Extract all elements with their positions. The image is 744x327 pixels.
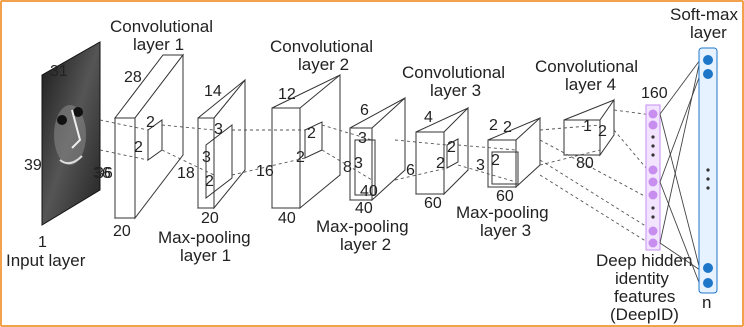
conv2-label-line1: Convolutional [270,37,373,56]
conv1-height: 36 [95,165,113,182]
conv2-label-line2: layer 2 [298,55,349,74]
conv3-label-line1: Convolutional [402,63,505,82]
pool3-height: 3 [476,157,485,174]
pool3-k2: 2 [491,152,500,169]
conv2-kernel-b: 2 [296,149,305,166]
pool3-k1: 2 [503,119,512,136]
conv4-kernel-b: 2 [598,123,607,140]
softmax-label-line2: layer [690,23,727,42]
conv1-kernel-b: 2 [134,139,143,156]
conv2-depth: 40 [278,210,296,227]
deepid-label-line1: Deep hidden [596,251,692,270]
conv2-width: 12 [278,86,296,103]
pool2-k2: 3 [354,155,363,172]
deepid-label-line3: features [614,287,675,306]
pool1-k2: 3 [202,149,211,166]
conv4-label-line1: Convolutional [535,57,638,76]
conv3-kernel-b: 2 [436,155,445,172]
pool2-k1: 3 [358,130,367,147]
pool2-depth: 40 [355,200,373,217]
pool1-label-line1: Max-pooling [158,228,251,247]
deepid-label-line4: (DeepID) [610,305,679,324]
conv4-depth: 80 [576,155,594,172]
input-channel-label: 1 [38,234,47,251]
deepid-size: 160 [641,85,668,102]
input-height-label: 39 [24,157,42,174]
pool3-label-line1: Max-pooling [456,203,549,222]
conv1-label-line2: layer 1 [133,35,184,54]
input-width-label: 31 [50,63,68,80]
conv3-depth: 60 [424,195,442,212]
pool3-width: 2 [489,117,498,134]
pool2-depth-inner: 40 [360,183,378,200]
pool2-label-line2: layer 2 [340,235,391,254]
conv1-depth: 20 [113,223,131,240]
conv3-kernel-a: 2 [447,139,456,156]
softmax-n-label: n [702,293,711,312]
pool2-height: 8 [343,159,352,176]
pool3-label-line2: layer 3 [480,221,531,240]
conv3-label-line2: layer 3 [430,81,481,100]
pool1-width: 14 [204,83,222,100]
pool2-width: 6 [360,102,369,119]
conv1-width: 28 [124,69,142,86]
pool2-label-line1: Max-pooling [316,217,409,236]
pool1-depth: 20 [201,210,219,227]
deepid-label-line2: identity [615,269,669,288]
conv1-kernel-a: 2 [146,114,155,131]
conv1-label-line1: Convolutional [110,17,213,36]
pool1-k3: 2 [205,173,214,190]
conv3-height: 6 [406,162,415,179]
softmax-label-line1: Soft-max [670,5,739,24]
pool1-k1: 3 [214,121,223,138]
conv2-height: 16 [256,163,274,180]
conv2-kernel-a: 2 [307,125,316,142]
input-layer-label: Input layer [6,251,86,270]
conv3-width: 4 [424,109,433,126]
pool1-height: 18 [177,165,195,182]
pool1-label-line2: layer 1 [180,246,231,265]
conv4-label-line2: layer 4 [565,75,616,94]
